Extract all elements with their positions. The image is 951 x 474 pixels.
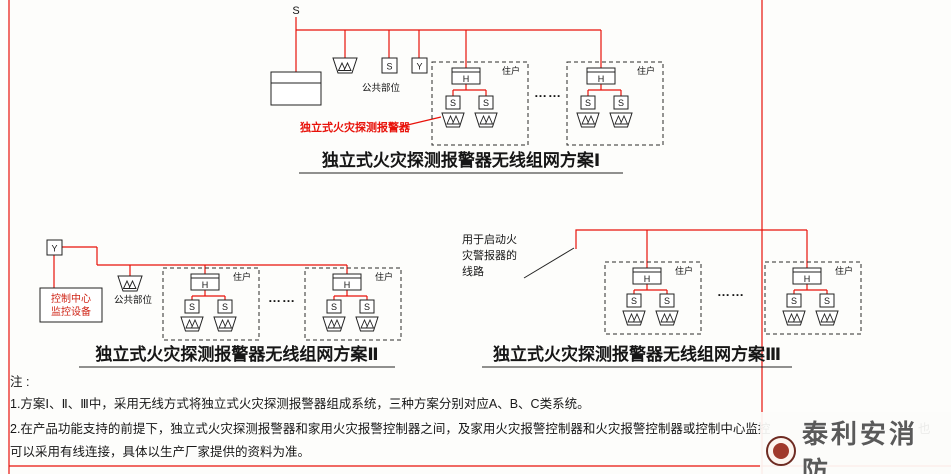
note-1: 1.方案Ⅰ、Ⅱ、Ⅲ中，采用无线方式将独立式火灾探测报警器组成系统，三种方案分别对… [10, 397, 590, 411]
resident-label: 住户 [233, 271, 251, 282]
scheme1-wiring [295, 17, 622, 128]
smoke-detector-icon [213, 299, 237, 332]
resident-label: 住户 [675, 265, 693, 276]
notes-label: 注 : [10, 375, 30, 389]
scheme1-public-area-label: 公共部位 [362, 82, 401, 94]
scheme1-s-top-label: S [292, 5, 299, 17]
home-controller-icon [586, 67, 616, 85]
resident-label: 住户 [375, 271, 393, 282]
resident-label: 住户 [502, 65, 520, 76]
brand-logo-icon [766, 436, 796, 466]
s-module-icon [381, 57, 398, 74]
smoke-detector-icon [355, 299, 379, 332]
watermark-text: 泰利安消防 [802, 419, 919, 474]
smoke-detector-icon [180, 299, 204, 332]
smoke-detector-icon [815, 293, 839, 326]
resident-label: 住户 [835, 265, 853, 276]
pointer-note-line1: 用于启动火 [462, 233, 517, 246]
smoke-detector-icon [782, 293, 806, 326]
scheme1-resident-box-2 [566, 61, 664, 146]
scheme2-wiring [53, 246, 368, 300]
home-controller-icon [190, 273, 220, 291]
scheme3-title: 独立式火灾探测报警器无线组网方案Ⅲ [493, 344, 781, 364]
control-center-label-2: 监控设备 [51, 305, 91, 318]
smoke-detector-icon [609, 95, 633, 128]
scheme2-public-area-label: 公共部位 [114, 294, 153, 306]
y-module-icon [46, 239, 63, 256]
public-area-detector-icon [117, 275, 143, 292]
scheme1-resident-box-1 [431, 61, 529, 146]
home-controller-icon [332, 273, 362, 291]
scheme2-title: 独立式火灾探测报警器无线组网方案Ⅱ [95, 344, 378, 364]
scheme2: 控制中心 监控设备 公共部位 住户 …… 住户 独立式火灾探测报警器无线组网方案… [39, 239, 402, 368]
smoke-detector-icon [655, 293, 679, 326]
ellipsis: …… [268, 290, 296, 305]
power-supply-box [270, 71, 322, 106]
scheme1-title: 独立式火灾探测报警器无线组网方案Ⅰ [322, 150, 600, 170]
scheme1: S 公共部位 住户 …… 住户 独立式火灾探测报警器 独立式火灾探测报警器无线组… [270, 5, 664, 174]
scheme1-detector-callout: 独立式火灾探测报警器 [299, 120, 411, 134]
smoke-detector-icon [576, 95, 600, 128]
smoke-detector-icon [441, 95, 465, 128]
home-controller-icon [451, 67, 481, 85]
smoke-detector-icon [474, 95, 498, 128]
smoke-detector-icon [622, 293, 646, 326]
home-controller-icon [792, 267, 822, 285]
pointer-note-line3: 线路 [462, 264, 484, 278]
smoke-detector-icon [322, 299, 346, 332]
note-2: 2.在产品功能支持的前提下，独立式火灾探测报警器和家用火灾报警控制器之间，及家用… [10, 422, 771, 436]
control-center-box: 控制中心 监控设备 [39, 287, 103, 323]
ellipsis: …… [534, 85, 562, 100]
scheme3: 用于启动火 灾警报器的 线路 住户 …… 住户 独立式火灾探测报警器无线组网方案… [462, 229, 862, 368]
scheme3-pointer-note: 用于启动火 灾警报器的 线路 [462, 233, 517, 278]
watermark: 泰利安消防 [760, 412, 951, 474]
public-area-detector-icon [332, 57, 358, 74]
pointer-note-line2: 灾警报器的 [462, 248, 517, 262]
note-3: 可以采用有线连接，具体以生产厂家提供的资料为准。 [10, 445, 311, 459]
control-center-label-1: 控制中心 [51, 292, 91, 305]
ellipsis: …… [717, 284, 745, 299]
home-controller-icon [632, 267, 662, 285]
resident-label: 住户 [637, 65, 655, 76]
brand-logo-core [773, 443, 789, 459]
pointer-line [523, 247, 575, 279]
y-module-icon [411, 57, 428, 74]
scheme3-wiring [575, 229, 828, 294]
